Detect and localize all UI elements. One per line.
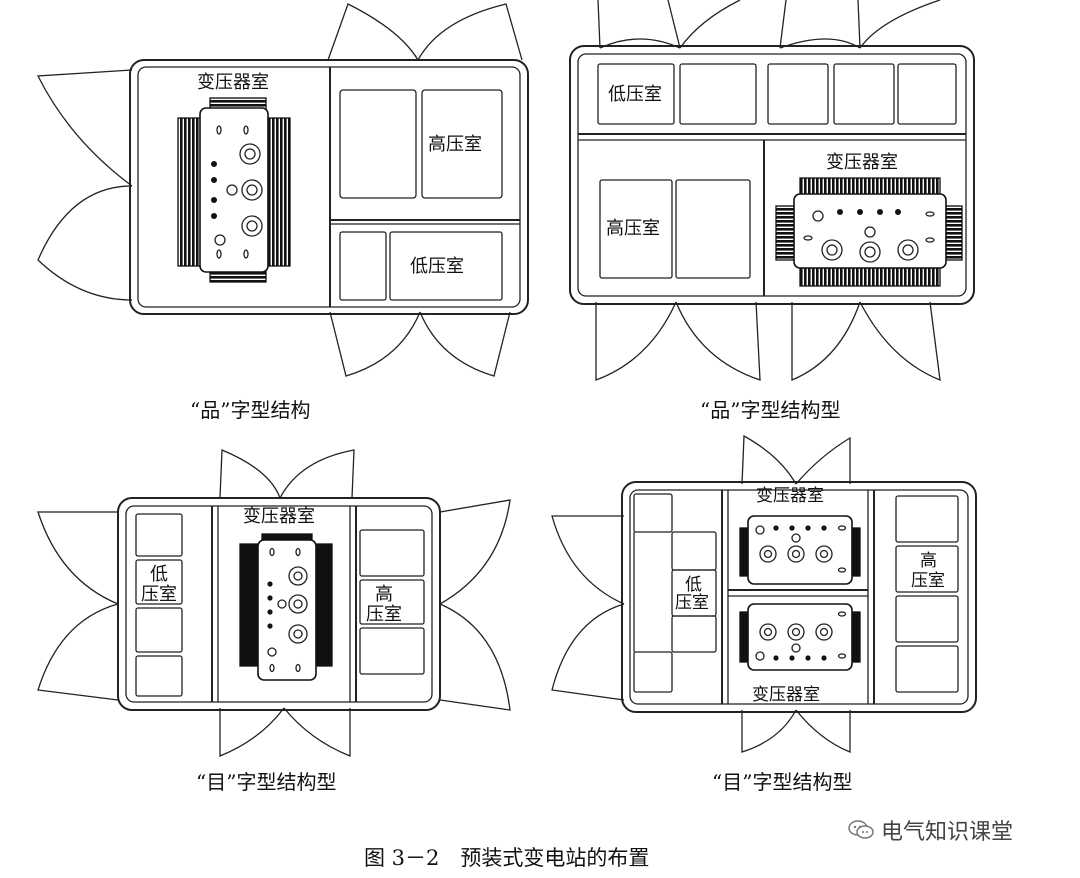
low-voltage-room-label: 低压室: [410, 256, 464, 277]
diagram-mu-layout-2: [551, 434, 977, 753]
diagram-caption-2: “品”字型结构型: [700, 398, 841, 422]
outer-housing: [117, 497, 441, 711]
diagram-caption-1: “品”字型结构: [190, 398, 311, 422]
transformer-room-top-label: 变压器室: [756, 486, 824, 506]
transformer-icon: [739, 515, 861, 585]
high-voltage-room-label-line1: 高: [920, 551, 937, 571]
low-voltage-room-label-line2: 压室: [141, 584, 177, 605]
low-voltage-room-label-line1: 低: [150, 564, 168, 585]
transformer-icon: [239, 533, 333, 681]
outer-housing: [129, 59, 529, 315]
door-swing-arcs: [37, 449, 511, 757]
high-voltage-room-label: 高压室: [428, 134, 482, 155]
diagram-pin-layout-2: [569, 0, 975, 382]
diagram-pin-layout-1: [36, 3, 529, 377]
outer-housing: [569, 45, 975, 305]
wechat-icon: [848, 819, 874, 841]
outer-housing: [621, 481, 977, 713]
high-voltage-room-label: 高压室: [606, 218, 660, 239]
high-voltage-room-label-line2: 压室: [366, 604, 402, 625]
transformer-icon: [739, 603, 861, 671]
door-swing-arcs: [551, 434, 851, 753]
watermark-text: 电气知识课堂: [881, 820, 1014, 845]
watermark: 电气知识课堂: [848, 814, 1013, 846]
transformer-room-bottom-label: 变压器室: [752, 685, 820, 705]
figure-caption: 图 3－2 预装式变电站的布置: [364, 846, 650, 870]
low-voltage-room-label: 低压室: [608, 84, 662, 105]
transformer-icon: [177, 97, 291, 283]
diagram-caption-3: “目”字型结构型: [196, 770, 337, 794]
diagram-mu-layout-1: [37, 449, 511, 757]
transformer-icon: [775, 177, 963, 287]
door-swing-arcs: [36, 3, 523, 377]
high-voltage-room-label-line2: 压室: [911, 571, 945, 591]
transformer-room-label: 变压器室: [197, 72, 269, 93]
transformer-room-label: 变压器室: [243, 506, 315, 527]
low-voltage-room-label-line1: 低: [685, 575, 702, 595]
high-voltage-room-label-line1: 高: [375, 584, 393, 605]
door-swing-arcs: [595, 0, 941, 382]
transformer-room-label: 变压器室: [826, 152, 898, 173]
low-voltage-room-label-line2: 压室: [675, 593, 709, 613]
diagram-caption-4: “目”字型结构型: [712, 770, 853, 794]
